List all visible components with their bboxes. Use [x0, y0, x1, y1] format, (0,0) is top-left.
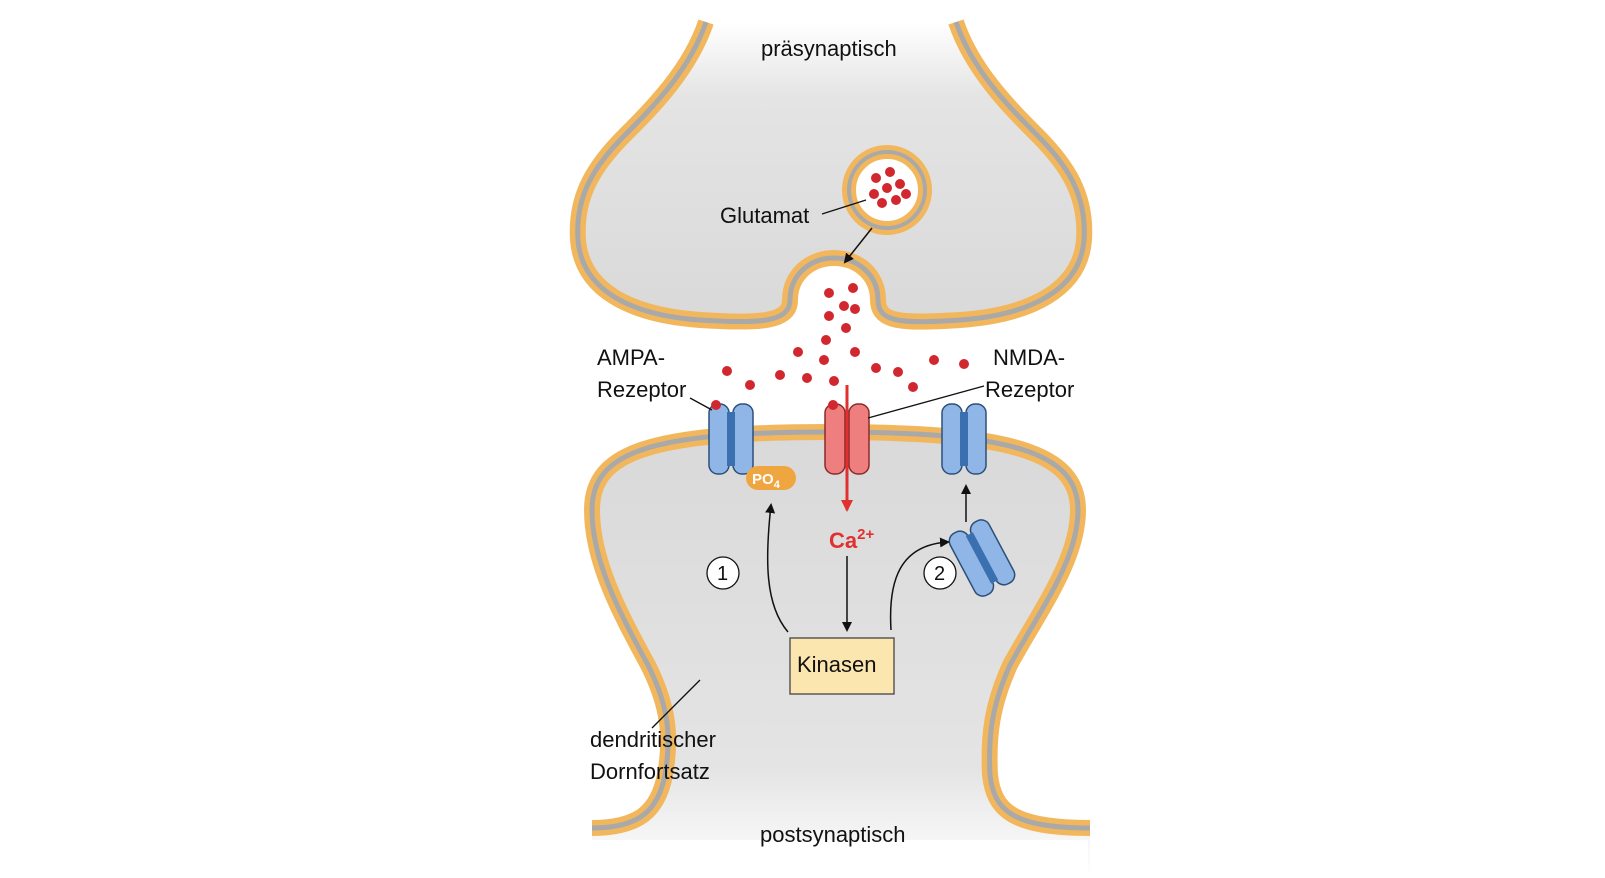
spine-label-line1: dendritischer — [590, 727, 716, 752]
inserted-ampa-receptor — [941, 403, 987, 475]
released-glutamate — [722, 283, 969, 392]
svg-text:PO4: PO4 — [752, 471, 781, 491]
ampa-label-line2: Rezeptor — [597, 377, 686, 402]
vesicular-ampa-receptor — [948, 519, 1016, 597]
presynaptic-terminal — [569, 19, 1093, 330]
nmda-receptor — [824, 400, 870, 475]
phosphate-tag: PO4 — [746, 466, 796, 491]
nmda-label-line2: Rezeptor — [985, 377, 1074, 402]
calcium-label: Ca2+ — [829, 526, 874, 553]
svg-text:1: 1 — [717, 563, 728, 585]
ampa-label-line1: AMPA- — [597, 345, 665, 370]
step-2-marker: 2 — [923, 556, 957, 590]
postsynaptic-label: postsynaptisch — [760, 822, 906, 847]
kinase-box: Kinasen — [789, 637, 895, 695]
spine-leader-line — [651, 679, 701, 729]
pathway-1-arrow — [765, 503, 789, 633]
svg-text:2: 2 — [934, 563, 945, 585]
synaptic-vesicle — [842, 145, 932, 235]
step-1-marker: 1 — [706, 556, 740, 590]
presynaptic-label: präsynaptisch — [761, 36, 897, 61]
pathway-2-arrow — [889, 537, 950, 631]
nmda-leader-line — [867, 385, 985, 419]
ampa-leader-line — [689, 397, 713, 411]
kinase-label: Kinasen — [797, 652, 877, 677]
glutamate-label: Glutamat — [720, 203, 809, 228]
spine-label-line2: Dornfortsatz — [590, 759, 710, 784]
glutamate-leader-line — [821, 199, 867, 215]
vesicle-glutamate — [869, 167, 911, 208]
nmda-label-line1: NMDA- — [993, 345, 1065, 370]
ampa-receptor — [708, 400, 754, 475]
vesicle-fusion-arrow — [843, 227, 873, 264]
